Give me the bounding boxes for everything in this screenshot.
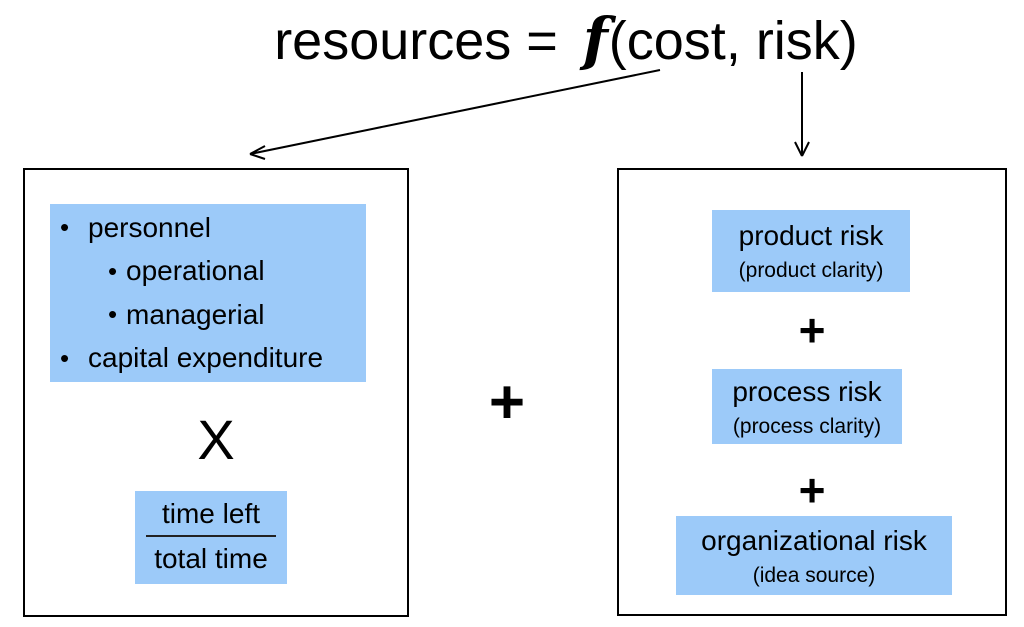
risk-subtitle: (idea source) <box>752 563 876 587</box>
title-suffix: (cost, risk) <box>608 11 858 71</box>
bullet-icon: • <box>60 212 70 243</box>
risk-subtitle: (process clarity) <box>732 414 882 438</box>
multiply-symbol: X <box>197 408 235 471</box>
plus-operator: + <box>798 464 826 516</box>
bullet-icon: • <box>108 299 118 330</box>
risk-title: product risk <box>738 220 884 251</box>
cost-box: • personnel • operational • managerial •… <box>23 168 409 617</box>
plus-operator: + <box>798 304 826 356</box>
risk-title: process risk <box>732 375 882 407</box>
bullet-item-managerial: • managerial <box>108 299 366 331</box>
bullet-label: personnel <box>88 211 211 243</box>
risk-item-organizational: organizational risk (idea source) <box>676 516 952 595</box>
fraction-denominator: total time <box>154 543 268 574</box>
bullet-item-capital-expenditure: • capital expenditure <box>50 342 366 374</box>
title-function-symbol: f <box>582 5 608 73</box>
plus-between-boxes: + <box>488 368 526 437</box>
diagram-title: resources = f(cost, risk) <box>54 0 1024 80</box>
bullet-icon: • <box>60 342 70 373</box>
title-prefix: resources = <box>274 11 573 71</box>
bullet-item-operational: • operational <box>108 255 366 287</box>
risk-subtitle: (product clarity) <box>738 259 884 282</box>
cost-items-panel: • personnel • operational • managerial •… <box>50 204 366 382</box>
risk-item-product: product risk (product clarity) <box>712 210 910 292</box>
fraction-bar <box>145 535 277 537</box>
bullet-item-personnel: • personnel <box>50 212 366 244</box>
bullet-label: operational <box>126 255 265 287</box>
risk-title: organizational risk <box>701 524 927 556</box>
time-fraction: time left total time <box>135 491 287 584</box>
arrow-to-cost-box <box>249 69 661 160</box>
bullet-label: capital expenditure <box>88 342 324 374</box>
risk-item-process: process risk (process clarity) <box>712 369 902 444</box>
bullet-label: managerial <box>126 298 265 330</box>
fraction-numerator: time left <box>161 498 261 529</box>
risk-box: product risk (product clarity) + process… <box>617 168 1007 616</box>
bullet-icon: • <box>108 255 118 286</box>
arrow-to-risk-box <box>794 72 810 157</box>
